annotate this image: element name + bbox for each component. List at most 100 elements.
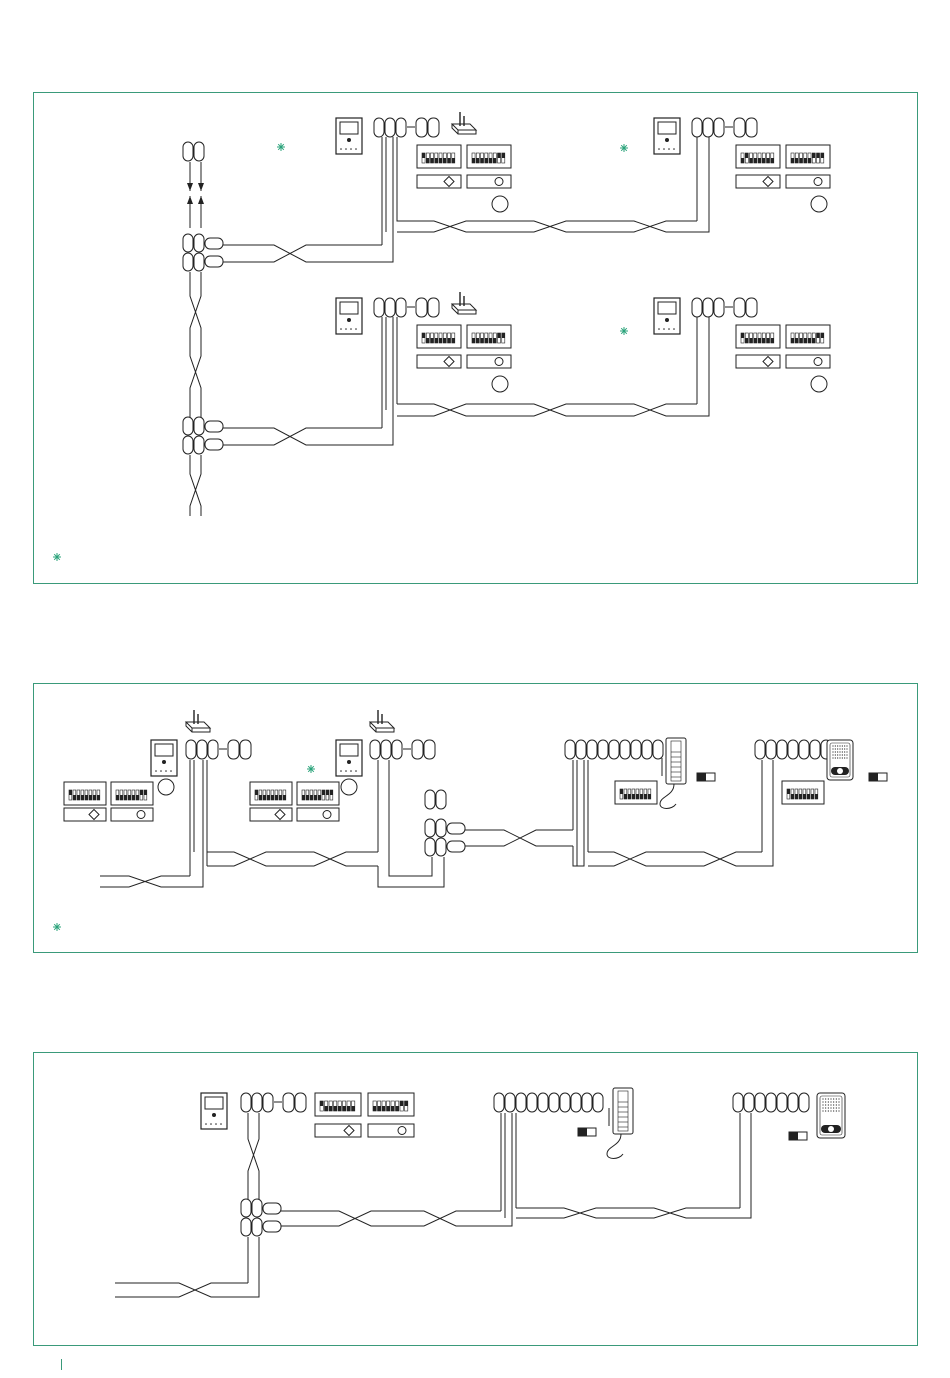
terminal-cell	[788, 740, 798, 759]
call-button-icon	[811, 196, 827, 212]
dip-switch	[786, 145, 830, 168]
dip-switch	[467, 145, 511, 168]
junction-plug	[447, 823, 465, 834]
terminal-cell	[381, 740, 391, 759]
junction-plug	[263, 1221, 281, 1232]
cable-floor-1-run	[397, 221, 697, 232]
junction-cell	[183, 234, 193, 252]
external-panel-icon	[827, 740, 853, 780]
terminal-cell	[576, 740, 586, 759]
terminal-cell	[385, 298, 395, 317]
monitor-icon	[654, 118, 680, 154]
terminal-cell	[197, 740, 207, 759]
terminal-cell	[582, 1093, 592, 1112]
terminal-cell	[766, 740, 776, 759]
junction-cell	[252, 1218, 262, 1236]
junction-cell	[194, 234, 204, 252]
monitor-icon	[151, 740, 177, 776]
terminal-cell	[799, 1093, 809, 1112]
terminal-cell	[571, 1093, 581, 1112]
riser-input-terminal	[183, 142, 204, 161]
dip-switch	[736, 145, 780, 168]
terminal-cell	[436, 790, 446, 809]
terminal-cell	[252, 1093, 262, 1112]
terminal-cell	[755, 740, 765, 759]
terminal-cell	[714, 118, 724, 137]
terminal-cell	[208, 740, 218, 759]
dip-switch	[467, 325, 511, 348]
junction-cell	[183, 436, 193, 454]
terminal-cell	[263, 1093, 273, 1112]
handset-terminal-block	[565, 740, 663, 759]
diamond-configurator-icon	[315, 1124, 361, 1137]
cable-floor-1-twist	[265, 245, 382, 262]
call-button-icon	[811, 376, 827, 392]
call-button-icon	[492, 196, 508, 212]
junction-plug	[263, 1203, 281, 1214]
terminal-cell	[692, 118, 702, 137]
terminal-group	[374, 118, 439, 137]
terminal-cell	[186, 740, 196, 759]
junction-plug	[447, 841, 465, 852]
terminal-cell	[183, 142, 193, 161]
terminal-cell	[385, 118, 395, 137]
terminal-cell	[734, 118, 745, 137]
junction-block-bottom	[241, 1199, 281, 1236]
dip-switch	[64, 782, 106, 805]
call-button-icon	[158, 779, 174, 795]
terminal-cell	[374, 118, 384, 137]
terminal-group	[692, 298, 757, 317]
terminal-cell	[560, 1093, 570, 1112]
cable-floor-2-twist	[223, 428, 382, 445]
junction-cell	[194, 417, 204, 435]
junction-plug	[205, 238, 223, 249]
cable-bottom-run	[281, 1211, 501, 1226]
cable-middle-run-2	[588, 852, 762, 866]
cable-middle-riser	[465, 830, 573, 846]
diamond-configurator-icon	[736, 355, 780, 368]
cable-middle-run	[207, 852, 378, 866]
terminal-cell	[428, 298, 439, 317]
panel-terminal-block-3	[733, 1093, 809, 1112]
terminal-group	[186, 740, 251, 759]
monitor-icon	[201, 1093, 227, 1129]
terminal-cell	[549, 1093, 559, 1112]
cable-floor-1	[223, 137, 709, 262]
terminal-cell	[642, 740, 652, 759]
dip-switch	[417, 145, 461, 168]
terminal-cell	[283, 1093, 294, 1112]
dip-switch	[315, 1093, 361, 1116]
cable-bottom-run-2	[516, 1208, 740, 1218]
circle-configurator-icon	[111, 808, 153, 821]
terminal-group	[241, 1093, 306, 1112]
circle-configurator-icon	[368, 1124, 414, 1137]
junction-cell	[436, 838, 446, 856]
dip-switch	[615, 781, 657, 804]
riser-cable-upper	[190, 272, 201, 417]
external-panel-icon	[817, 1093, 845, 1138]
terminal-cell	[416, 298, 427, 317]
slide-switch-icon	[869, 773, 887, 781]
terminal-cell	[653, 740, 663, 759]
cable-floor-2-run	[397, 404, 697, 416]
cable-bottom	[248, 1113, 751, 1297]
terminal-cell	[703, 118, 713, 137]
terminal-cell	[734, 298, 745, 317]
note-asterisk-icon	[53, 923, 61, 931]
terminal-cell	[598, 740, 608, 759]
monitor-icon	[654, 298, 680, 334]
note-asterisk-icon	[307, 765, 315, 773]
terminal-cell	[746, 118, 757, 137]
junction-plug	[205, 439, 223, 450]
terminal-cell	[527, 1093, 537, 1112]
terminal-cell	[396, 298, 406, 317]
junction-top-terminal	[425, 790, 446, 809]
junction-cell	[425, 819, 435, 837]
slide-switch-icon	[578, 1128, 596, 1136]
monitor-icon	[336, 298, 362, 334]
key-switch-icon	[452, 292, 476, 314]
dip-switch	[111, 782, 153, 805]
terminal-cell	[494, 1093, 504, 1112]
monitor-icon	[336, 118, 362, 154]
